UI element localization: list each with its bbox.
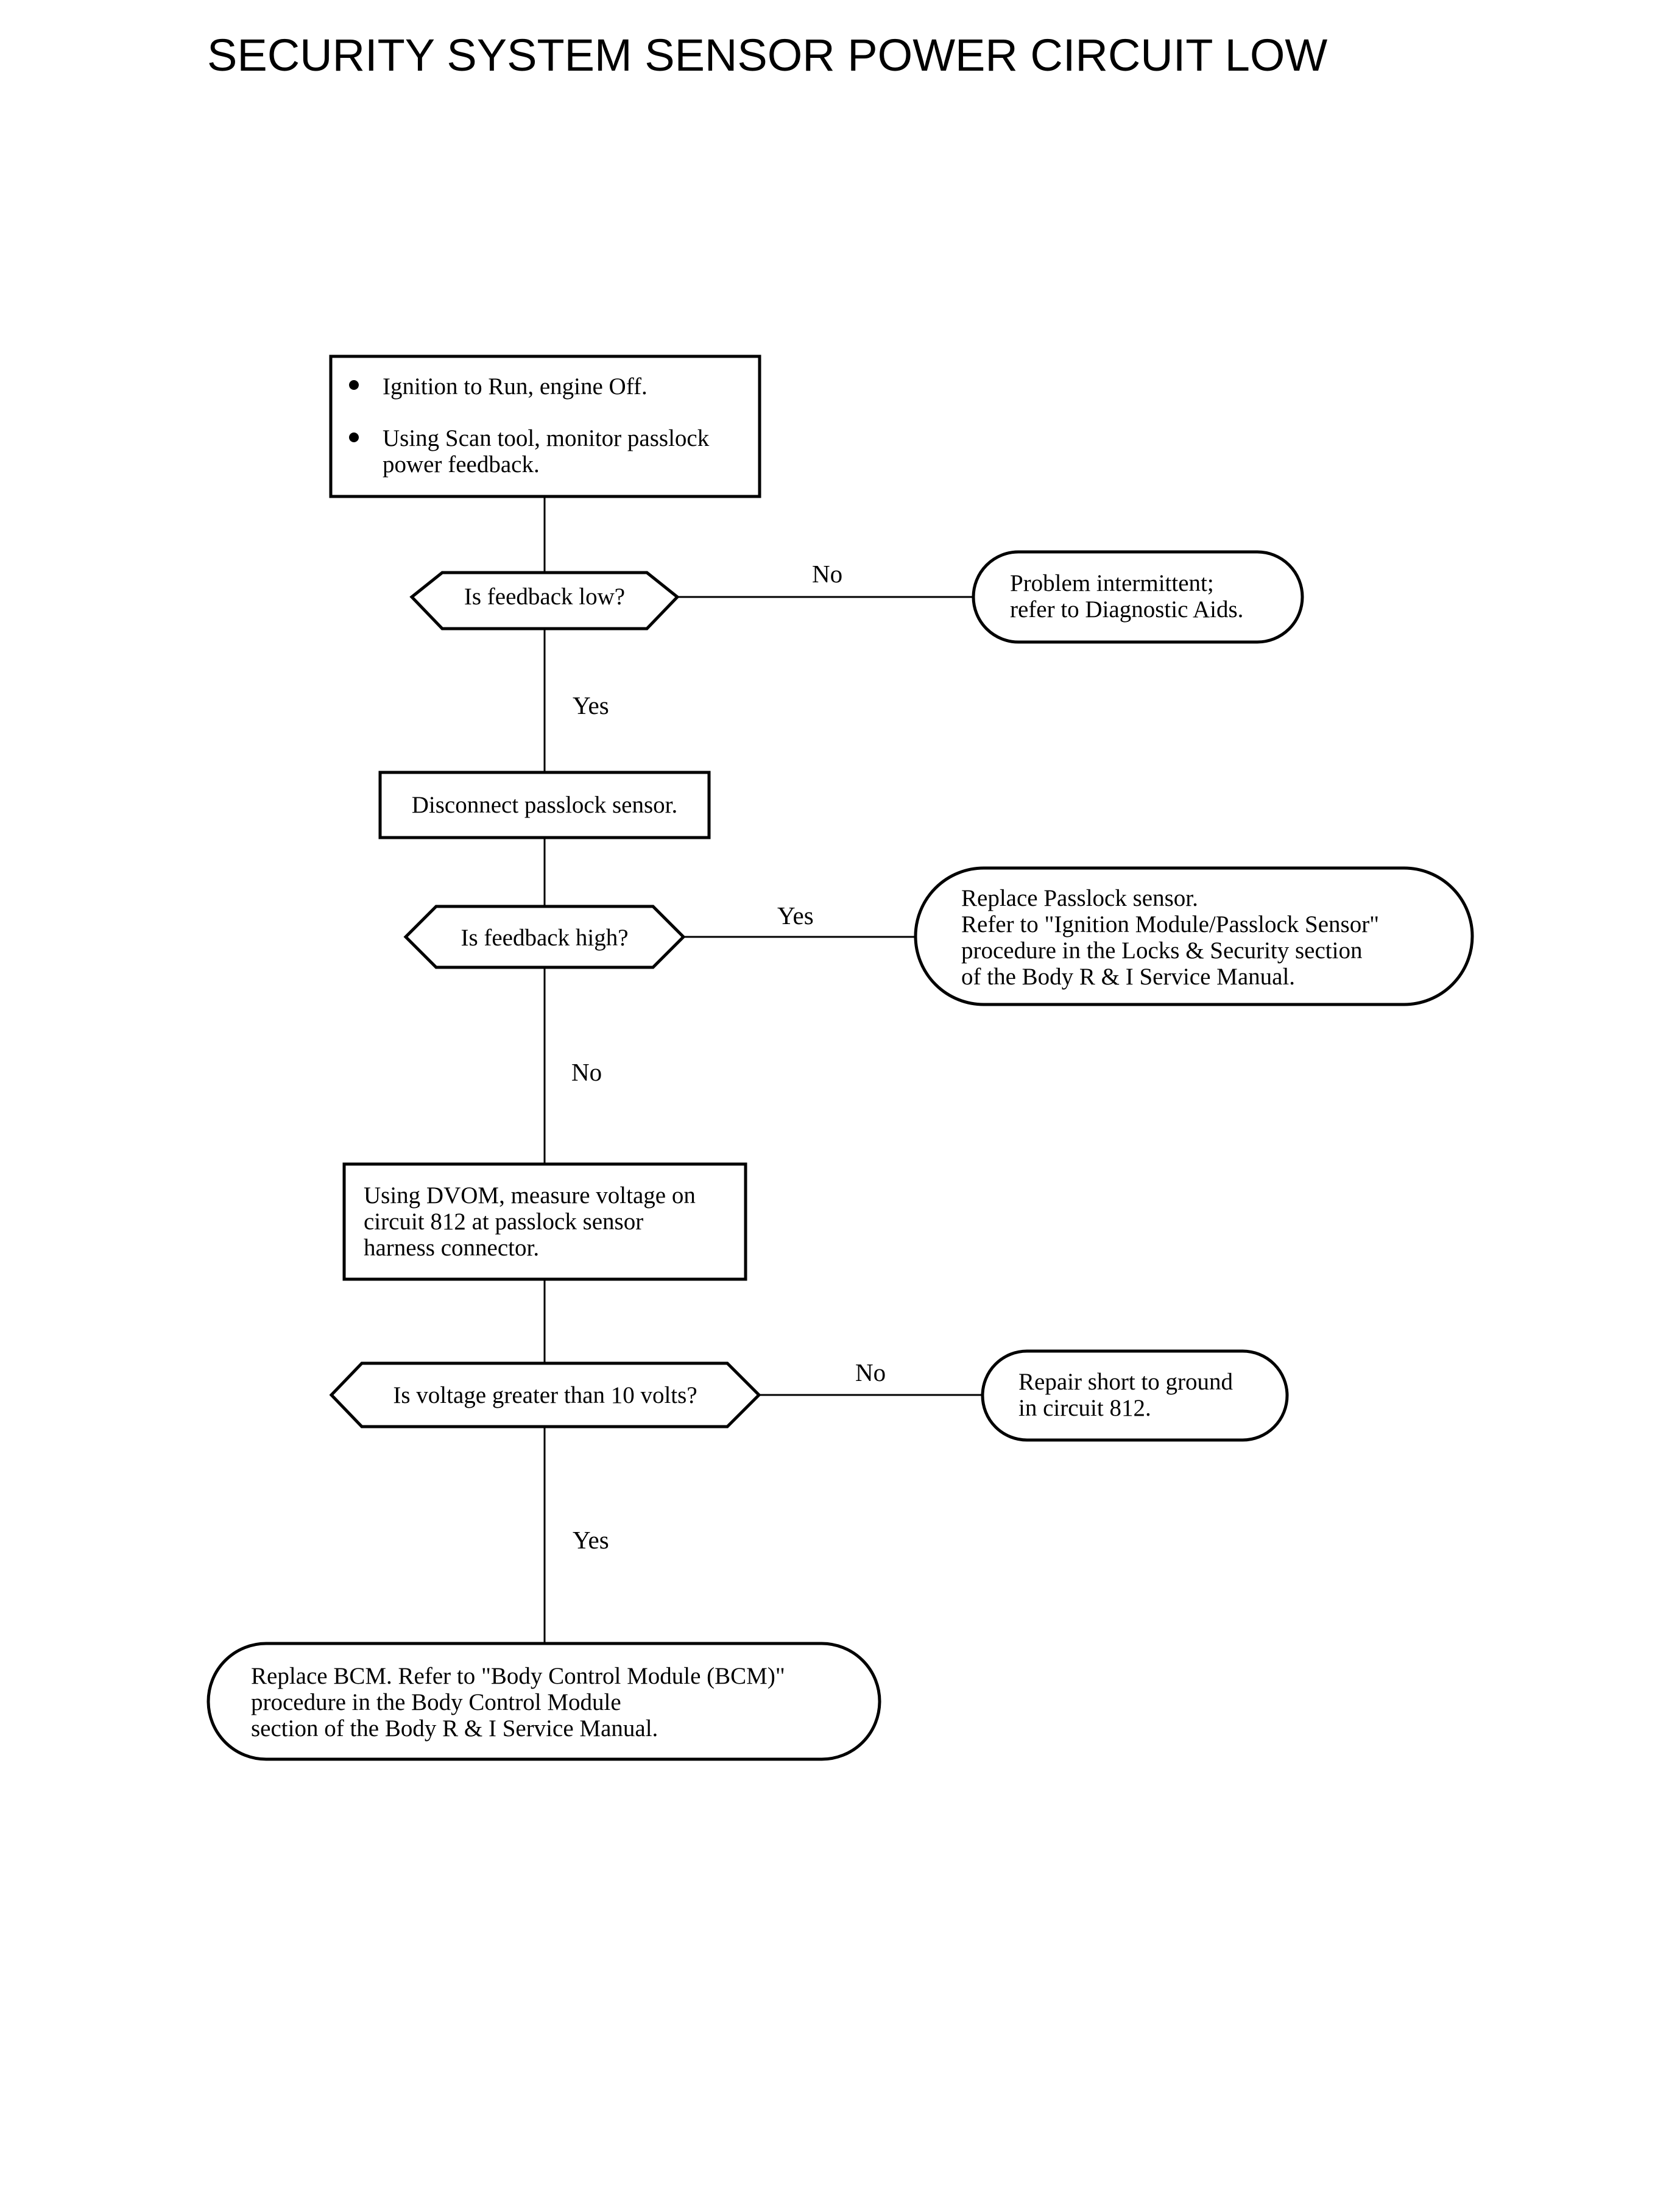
terminal-repair-short: Repair short to ground in circuit 812. [981,1349,1289,1442]
terminal-text: of the Body R & I Service Manual. [961,964,1295,990]
decision-text: Is feedback high? [461,925,628,951]
step-text: Disconnect passlock sensor. [412,792,678,818]
branch-label-yes: Yes [573,691,609,719]
step-box-dvom: Using DVOM, measure voltage on circuit 8… [342,1162,747,1281]
terminal-text: in circuit 812. [1018,1395,1151,1421]
step-text: circuit 812 at passlock sensor [364,1209,643,1235]
terminal-replace-passlock: Replace Passlock sensor. Refer to "Ignit… [914,866,1474,1006]
step-text: Using DVOM, measure voltage on [364,1182,696,1209]
page-title: SECURITY SYSTEM SENSOR POWER CIRCUIT LOW [207,30,1328,80]
bullet-icon [349,380,359,390]
terminal-text: Problem intermittent; [1010,570,1214,596]
terminal-replace-bcm: Replace BCM. Refer to "Body Control Modu… [206,1642,881,1761]
terminal-text: Replace BCM. Refer to "Body Control Modu… [251,1663,785,1689]
step-box-ignition: Ignition to Run, engine Off. Using Scan … [329,355,761,498]
branch-label-yes: Yes [573,1526,609,1554]
decision-text: Is voltage greater than 10 volts? [393,1382,697,1408]
terminal-text: section of the Body R & I Service Manual… [251,1715,658,1742]
branch-label-no: No [571,1058,602,1086]
step-text: power feedback. [383,451,540,478]
terminal-text: Repair short to ground [1018,1369,1234,1395]
decision-text: Is feedback low? [464,584,625,610]
decision-voltage: Is voltage greater than 10 volts? [329,1361,761,1428]
branch-label-no: No [812,560,842,588]
branch-label-no: No [855,1358,886,1386]
step-text: Using Scan tool, monitor passlock [383,425,710,451]
step-text: harness connector. [364,1235,539,1261]
step-box-disconnect: Disconnect passlock sensor. [378,771,711,839]
step-text: Ignition to Run, engine Off. [383,373,648,400]
terminal-problem-intermittent: Problem intermittent; refer to Diagnosti… [972,550,1304,644]
decision-feedback-low: Is feedback low? [409,571,680,630]
terminal-text: procedure in the Body Control Module [251,1689,621,1715]
decision-feedback-high: Is feedback high? [403,905,686,969]
terminal-text: refer to Diagnostic Aids. [1010,596,1243,623]
terminal-text: procedure in the Locks & Security sectio… [961,937,1362,964]
terminal-text: Replace Passlock sensor. [961,885,1198,911]
terminal-text: Refer to "Ignition Module/Passlock Senso… [961,911,1379,937]
branch-label-yes: Yes [777,902,814,930]
bullet-icon [349,432,359,442]
